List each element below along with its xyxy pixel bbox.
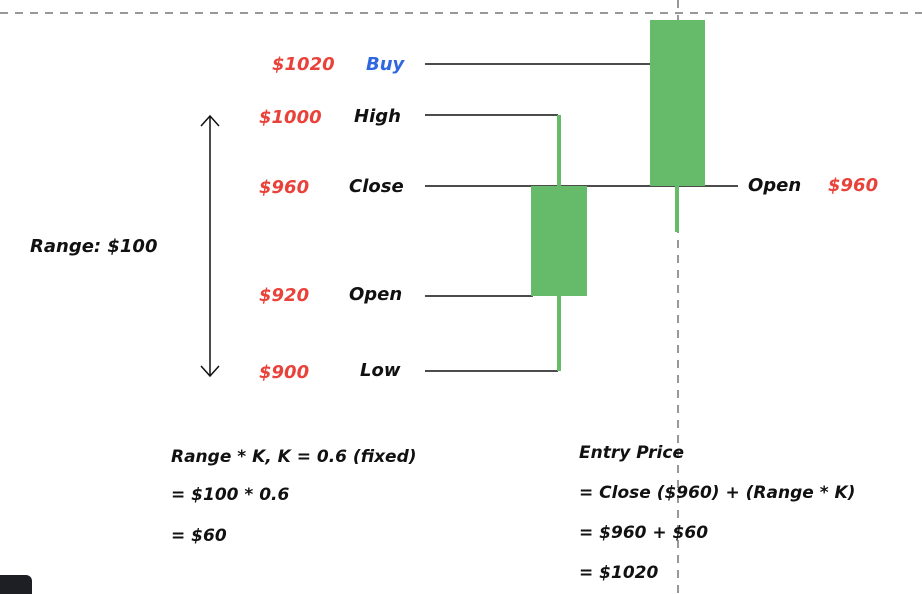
left-formula-line-1: Range * K, K = 0.6 (fixed) (171, 447, 417, 467)
right-formula-line-4: = $1020 (579, 563, 659, 583)
next-open-price: $960 (828, 175, 879, 196)
price-high: $1000 (259, 107, 322, 128)
label-buy: Buy (366, 54, 405, 75)
right-formula-line-1: Entry Price (579, 443, 684, 463)
candle-1-body (531, 186, 587, 296)
candle-2-wick (675, 186, 679, 232)
price-low: $900 (259, 362, 310, 383)
range-arrow-head-bottom (200, 365, 220, 378)
range-arrow-head-top (200, 114, 220, 127)
right-formula-line-3: = $960 + $60 (579, 523, 709, 543)
label-close: Close (349, 176, 404, 197)
label-open: Open (349, 284, 403, 305)
left-formula-line-3: = $60 (171, 526, 227, 546)
next-open-label: Open (748, 175, 802, 196)
corner-widget[interactable] (0, 575, 32, 594)
label-high: High (354, 106, 401, 127)
candle-2-body (650, 20, 705, 186)
price-buy: $1020 (272, 54, 335, 75)
right-formula-line-2: = Close ($960) + (Range * K) (579, 483, 856, 503)
range-label: Range: $100 (30, 236, 158, 257)
price-open: $920 (259, 285, 310, 306)
price-close: $960 (259, 177, 310, 198)
label-low: Low (360, 360, 401, 381)
left-formula-line-2: = $100 * 0.6 (171, 485, 290, 505)
